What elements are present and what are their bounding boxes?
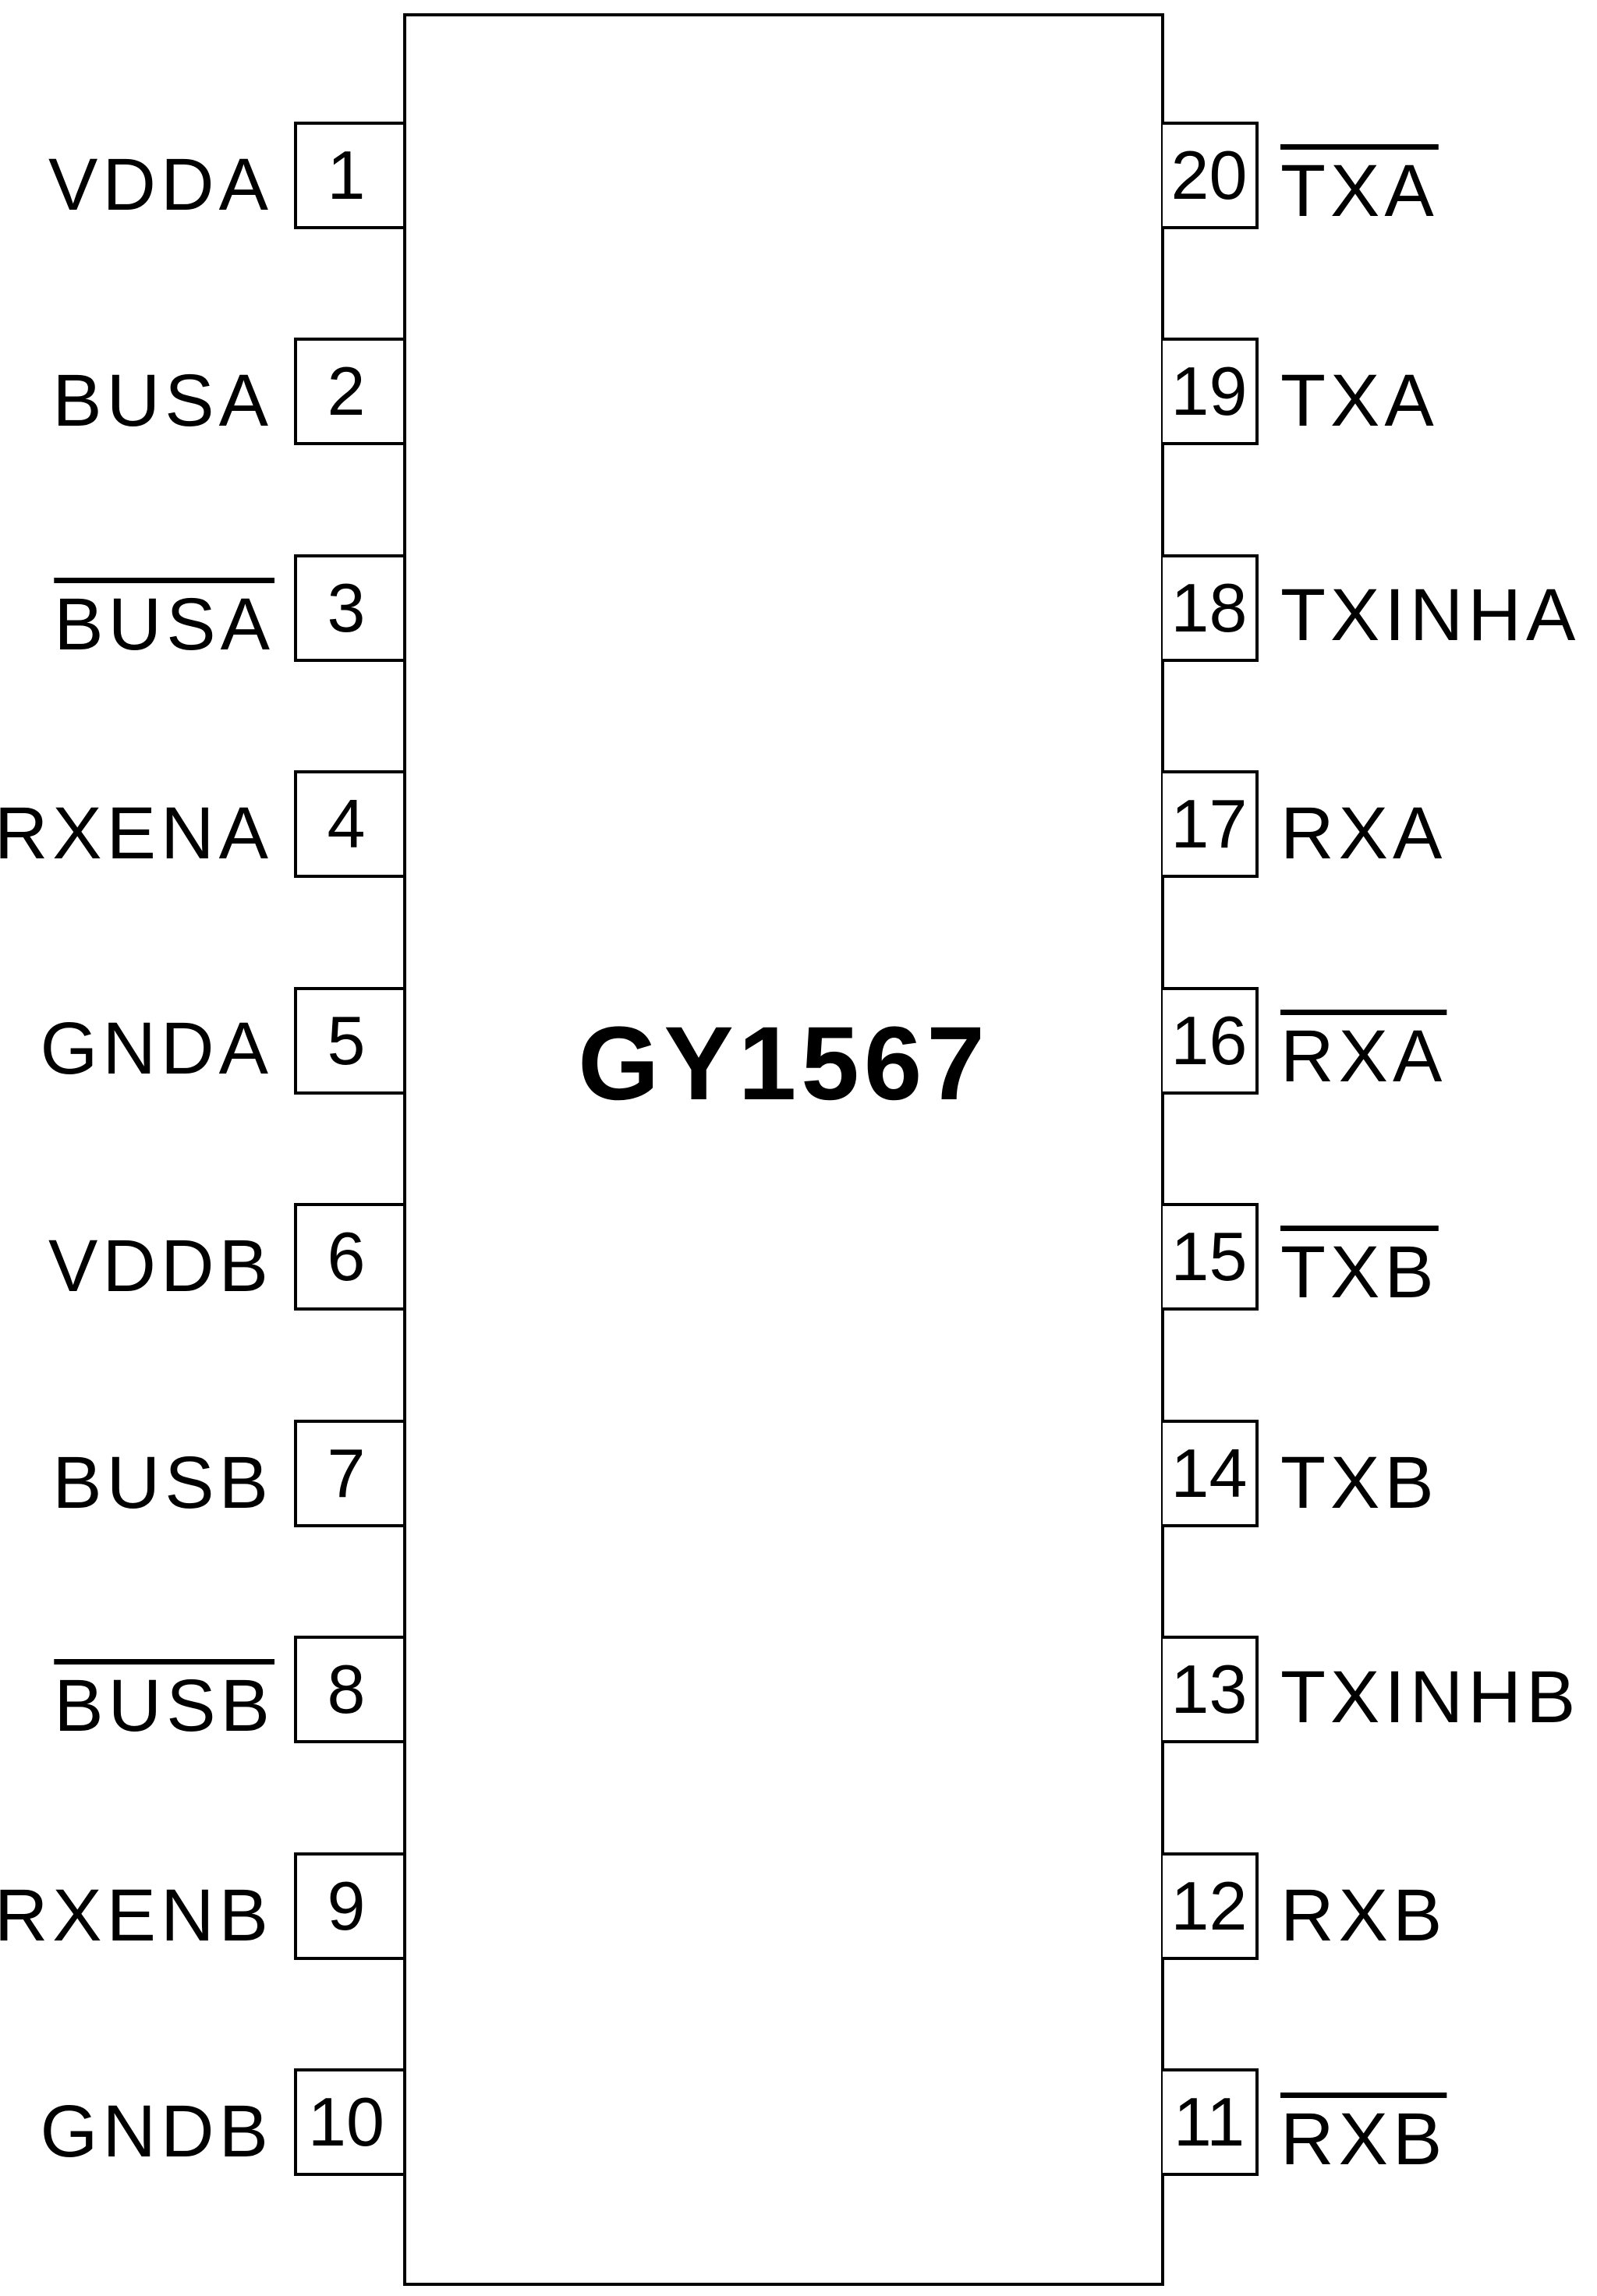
pin-8-label: BUSB: [54, 1665, 274, 1747]
pin-20-label: TXA: [1280, 150, 1439, 232]
pin-19-box: 19: [1163, 338, 1259, 445]
pin-7-box: 7: [294, 1420, 403, 1527]
pin-number: 6: [327, 1218, 366, 1295]
pin-2-box: 2: [294, 338, 403, 445]
pin-number: 1: [327, 136, 366, 214]
pin-17-box: 17: [1163, 770, 1259, 878]
pin-number: 7: [327, 1435, 366, 1512]
pin-2-label: BUSA: [52, 359, 273, 442]
pin-6-box: 6: [294, 1203, 403, 1311]
pin-13-label: TXINHB: [1280, 1656, 1581, 1739]
pin-1-box: 1: [294, 122, 403, 229]
pin-8-box: 8: [294, 1636, 403, 1743]
pin-number: 20: [1170, 136, 1248, 214]
pin-20-box: 20: [1163, 122, 1259, 229]
pin-number: 15: [1170, 1218, 1248, 1295]
pin-11-label: RXB: [1280, 2098, 1447, 2181]
pin-number: 13: [1170, 1650, 1248, 1728]
pin-15-box: 15: [1163, 1203, 1259, 1311]
pin-number: 18: [1170, 569, 1248, 646]
pin-18-label: TXINHA: [1280, 574, 1581, 656]
chip-body: [403, 13, 1164, 2286]
pin-15-label: TXB: [1280, 1231, 1439, 1314]
pin-12-label: RXB: [1280, 1874, 1447, 1957]
pin-number: 9: [327, 1867, 366, 1944]
pin-17-label: RXA: [1280, 792, 1447, 875]
pin-number: 5: [327, 1002, 366, 1079]
pin-5-box: 5: [294, 987, 403, 1095]
pin-6-label: VDDB: [48, 1225, 273, 1307]
pin-number: 8: [327, 1650, 366, 1728]
pin-number: 16: [1170, 1002, 1248, 1079]
part-number-label: GY1567: [578, 1006, 990, 1122]
pin-number: 11: [1173, 2083, 1245, 2160]
pin-16-label: RXA: [1280, 1015, 1447, 1098]
pin-10-box: 10: [294, 2068, 403, 2176]
pin-number: 12: [1170, 1867, 1248, 1944]
pin-number: 19: [1170, 352, 1248, 430]
pin-13-box: 13: [1163, 1636, 1259, 1743]
pin-16-box: 16: [1163, 987, 1259, 1095]
pin-14-box: 14: [1163, 1420, 1259, 1527]
pin-3-box: 3: [294, 554, 403, 662]
pin-12-box: 12: [1163, 1852, 1259, 1960]
pin-14-label: TXB: [1280, 1442, 1439, 1524]
pin-18-box: 18: [1163, 554, 1259, 662]
pin-5-label: GNDA: [40, 1007, 273, 1090]
pin-number: 10: [308, 2083, 384, 2160]
pin-7-label: BUSB: [52, 1442, 273, 1524]
pin-9-box: 9: [294, 1852, 403, 1960]
pin-4-label: RXENA: [0, 792, 273, 875]
pin-11-box: 11: [1163, 2068, 1259, 2176]
pin-number: 2: [327, 352, 366, 430]
pin-number: 14: [1170, 1435, 1248, 1512]
pin-4-box: 4: [294, 770, 403, 878]
pin-number: 4: [327, 785, 366, 862]
pin-1-label: VDDA: [48, 143, 273, 226]
pin-number: 3: [327, 569, 366, 646]
pin-19-label: TXA: [1280, 359, 1439, 442]
pin-10-label: GNDB: [40, 2090, 273, 2173]
pin-3-label: BUSA: [54, 583, 274, 666]
pin-number: 17: [1170, 785, 1248, 862]
pin-9-label: RXENB: [0, 1874, 273, 1957]
